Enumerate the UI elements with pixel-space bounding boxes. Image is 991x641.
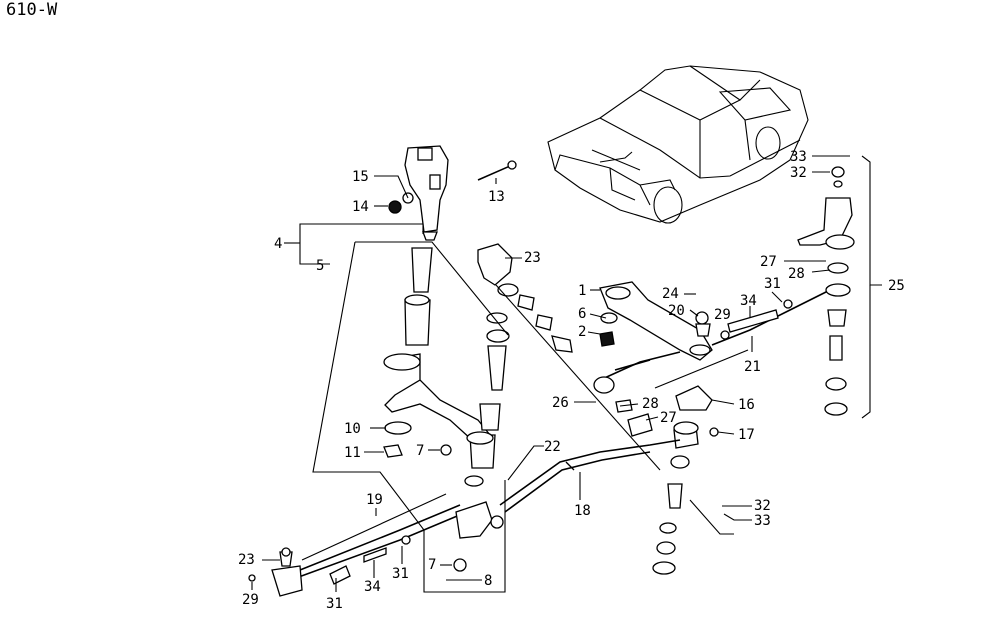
callout-23: 23 bbox=[238, 552, 255, 568]
leader-lines bbox=[251, 155, 882, 593]
callout-10: 10 bbox=[344, 421, 361, 437]
cross-rod bbox=[499, 439, 681, 513]
relay-rod bbox=[593, 351, 681, 394]
callout-34-right: 34 bbox=[740, 293, 757, 309]
callout-34-left: 34 bbox=[364, 579, 381, 595]
callout-33-lower: 33 bbox=[754, 513, 771, 529]
callout-31-left-a: 31 bbox=[326, 596, 343, 612]
steering-gearbox bbox=[404, 145, 449, 241]
diagram-code: 610-W bbox=[6, 0, 58, 20]
callout-27-lower: 27 bbox=[660, 410, 677, 426]
callout-29: 29 bbox=[242, 592, 259, 608]
callout-31-right-b: 31 bbox=[764, 276, 781, 292]
callout-22: 23 bbox=[524, 250, 541, 266]
callout-7: 7 bbox=[428, 557, 436, 573]
callout-18: 20 bbox=[668, 303, 685, 319]
callout-24: 25 bbox=[888, 278, 905, 294]
callout-11: 11 bbox=[344, 445, 361, 461]
pitman-arm bbox=[599, 281, 713, 361]
right-knuckle-stack bbox=[797, 166, 855, 416]
callout-27-right: 27 bbox=[760, 254, 777, 270]
callout-16: 16 bbox=[738, 397, 755, 413]
callout-32-lower: 32 bbox=[754, 498, 771, 514]
callout-20: 19 bbox=[366, 492, 383, 508]
callout-1: 1 bbox=[578, 283, 586, 299]
callout-21: 21 bbox=[744, 359, 761, 375]
callout-3: 6 bbox=[578, 306, 586, 322]
callout-8: 8 bbox=[484, 573, 492, 589]
bolt-part-12 bbox=[477, 160, 517, 181]
idler-bracket bbox=[477, 243, 573, 353]
callout-15: 18 bbox=[574, 503, 591, 519]
callout-labels: 15 14 13 4 5 23 1 6 2 24 20 29 34 31 21 … bbox=[238, 149, 905, 612]
callout-33-top: 33 bbox=[790, 149, 807, 165]
callout-2: 2 bbox=[578, 324, 586, 340]
exploded-column bbox=[383, 247, 496, 487]
lower-knuckle-stack bbox=[652, 483, 683, 575]
callout-14: 15 bbox=[352, 169, 369, 185]
callout-26: 26 bbox=[552, 395, 569, 411]
callout-25: 22 bbox=[544, 439, 561, 455]
callout-28-lower: 28 bbox=[642, 396, 659, 412]
center-bushings bbox=[479, 312, 510, 431]
callout-5: 5 bbox=[316, 258, 324, 274]
left-tie-rod bbox=[248, 501, 504, 597]
car-outline bbox=[547, 65, 809, 224]
callout-6: 7 bbox=[416, 443, 424, 459]
callout-4: 4 bbox=[274, 236, 282, 252]
lower-center-parts bbox=[615, 385, 719, 469]
callout-19: 24 bbox=[662, 286, 679, 302]
nut-part-13 bbox=[388, 200, 402, 214]
right-tie-rod bbox=[711, 283, 851, 346]
callout-31-right-a: 29 bbox=[714, 307, 731, 323]
callout-28-right: 28 bbox=[788, 266, 805, 282]
callout-12: 13 bbox=[488, 189, 505, 205]
callout-31-left-b: 31 bbox=[392, 566, 409, 582]
callout-32-top: 32 bbox=[790, 165, 807, 181]
callout-13: 14 bbox=[352, 199, 369, 215]
callout-17: 17 bbox=[738, 427, 755, 443]
